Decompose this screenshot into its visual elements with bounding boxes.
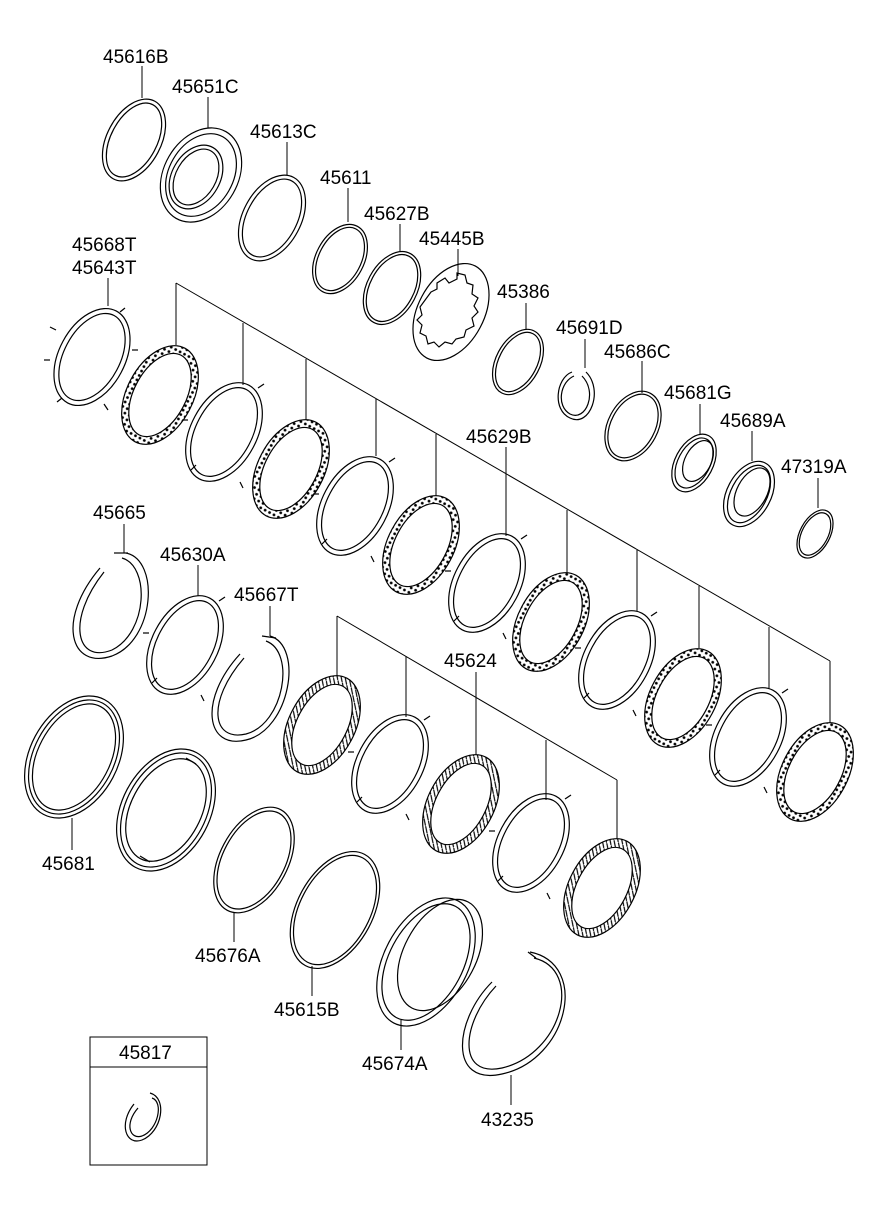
separator-plate-45630a[interactable] [131,583,239,708]
friction-plate-45643t-2[interactable] [237,407,345,532]
snap-ring-45691d[interactable] [557,371,595,421]
part-label-45651c: 45651C [172,77,239,98]
part-label-45817: 45817 [119,1043,172,1064]
part-label-45627b: 45627B [364,204,430,225]
separator-plate-45630a-2[interactable] [477,781,585,906]
part-label-45629b: 45629B [466,427,532,448]
ring-45613c[interactable] [225,164,319,272]
hub-plate-45445b[interactable] [397,251,504,374]
ring-45611[interactable] [301,215,378,303]
separator-plate-45629b[interactable] [433,521,541,646]
separator-plate-45668t-4[interactable] [694,675,802,800]
drum-ring-45681[interactable] [5,679,144,835]
part-box-45817 [89,1036,208,1166]
separator-plate-45630a-1[interactable] [336,702,444,827]
friction-plate-45643t-1[interactable] [106,333,214,458]
snap-ring-45667t[interactable] [211,635,290,742]
part-label-45681g: 45681G [664,383,732,404]
friction-plate-45643t-3[interactable] [367,483,475,608]
part-label-45689a: 45689A [720,411,786,432]
separator-plate-45668t-2[interactable] [301,444,409,569]
part-label-47319a: 47319A [781,457,847,478]
part-label-45630a: 45630A [160,545,226,566]
part-label-45676a: 45676A [195,946,261,967]
part-label-45691d: 45691D [556,318,623,339]
part-label-43235: 43235 [481,1110,534,1131]
part-label-45667t: 45667T [234,585,299,606]
ring-45627b[interactable] [352,242,433,334]
part-label-45615b: 45615B [274,1000,340,1021]
friction-plate-45643t-5[interactable] [629,636,737,761]
ring-45686c[interactable] [594,382,673,471]
friction-plate-45624-3[interactable] [548,826,656,951]
bearing-45681g[interactable] [663,427,726,500]
snap-ring-45616b[interactable] [90,88,179,191]
snap-ring-45665[interactable] [72,552,149,659]
friction-plate-45643t-6[interactable] [761,710,869,835]
part-label-45643t: 45643T [72,258,137,279]
ring-45615b[interactable] [272,837,398,984]
part-label-45668t: 45668T [72,235,137,256]
part-label-45613c: 45613C [250,122,317,143]
part-label-45686c: 45686C [604,342,671,363]
separator-plate-45668t-3[interactable] [563,598,671,723]
part-label-45611: 45611 [320,168,371,189]
friction-plate-45624-2[interactable] [407,742,515,867]
part-label-45681: 45681 [42,854,95,875]
part-label-45665: 45665 [93,503,146,524]
ring-45676a[interactable] [197,794,311,927]
snap-ring-43235[interactable] [461,951,566,1077]
piston-retainer[interactable] [97,732,236,888]
friction-plate-45624-1[interactable] [268,663,376,788]
part-label-45624: 45624 [444,651,497,672]
separator-plate-45668t-1[interactable] [170,370,278,495]
part-label-45674a: 45674A [362,1054,428,1075]
ring-47319a[interactable] [790,504,841,564]
part-label-45386: 45386 [497,282,550,303]
part-label-45616b: 45616B [103,47,169,68]
part-label-45445b: 45445B [419,229,485,250]
ring-45386[interactable] [482,321,554,403]
seal-45689a[interactable] [713,453,785,535]
drum-45674a[interactable] [357,881,500,1042]
friction-plate-45643t-4[interactable] [497,560,605,685]
retainer-45651c[interactable] [144,113,258,237]
snap-ring-45817[interactable] [124,1092,162,1142]
separator-plate-45668t[interactable] [38,296,145,419]
